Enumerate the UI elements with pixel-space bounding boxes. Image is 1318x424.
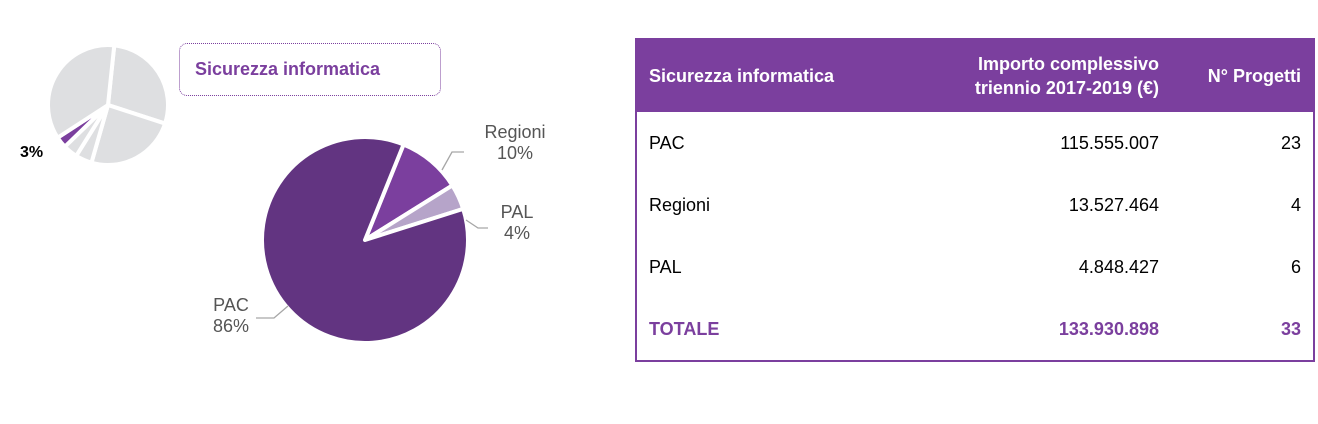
table-total-row: TOTALE 133.930.898 33: [636, 298, 1314, 361]
table-row: PAC 115.555.007 23: [636, 112, 1314, 174]
row-amount: 13.527.464: [1068, 194, 1159, 215]
slice-name-pal: PAL: [500, 202, 534, 222]
funding-table: Sicurezza informatica Importo complessiv…: [635, 38, 1315, 362]
slice-name-regioni: Regioni: [484, 122, 546, 142]
column-header-amount-line1: Importo complessivo: [977, 54, 1159, 74]
slice-label-regioni: Regioni 10%: [470, 122, 560, 164]
overview-pie-percent-label: 3%: [20, 144, 44, 161]
slice-percent-regioni: 10%: [496, 143, 534, 163]
row-amount: 115.555.007: [1060, 132, 1159, 153]
overview-pie-slice-1: [106, 43, 170, 126]
row-amount: 4.848.427: [1078, 256, 1159, 277]
row-name: PAC: [649, 132, 685, 153]
table-row: PAL 4.848.427 6: [636, 236, 1314, 298]
row-projects: 6: [1290, 256, 1301, 277]
column-header-amount: Importo complessivo triennio 2017-2019 (…: [951, 39, 1171, 112]
leader-line-regioni: [441, 151, 464, 171]
overview-pie-slice-2: [89, 103, 168, 167]
leader-line-pal: [465, 219, 488, 229]
total-name: TOTALE: [649, 318, 720, 339]
row-projects: 4: [1290, 194, 1301, 215]
total-projects: 33: [1280, 318, 1301, 339]
slice-label-pal: PAL 4%: [487, 202, 547, 244]
row-name: PAL: [649, 256, 682, 277]
row-name: Regioni: [649, 194, 711, 215]
table-header-row: Sicurezza informatica Importo complessiv…: [636, 39, 1314, 112]
leader-line-pac: [256, 305, 289, 319]
slice-percent-pal: 4%: [503, 223, 530, 243]
slice-percent-pac: 86%: [212, 316, 250, 336]
slice-name-pac: PAC: [213, 295, 249, 315]
total-amount: 133.930.898: [1058, 318, 1159, 339]
overview-pie-slice-6: [46, 43, 117, 140]
pie-chart: [256, 135, 488, 345]
column-header-amount-line2: triennio 2017-2019 (€): [974, 78, 1159, 98]
overview-pie-chart: [46, 43, 170, 167]
column-header-category: Sicurezza informatica: [636, 39, 951, 112]
row-projects: 23: [1280, 132, 1301, 153]
slice-label-pac: PAC 86%: [196, 295, 266, 337]
chart-title: Sicurezza informatica: [179, 43, 441, 96]
pie-slice-pac: [260, 135, 470, 345]
column-header-projects: N° Progetti: [1171, 39, 1314, 112]
table-row: Regioni 13.527.464 4: [636, 174, 1314, 236]
